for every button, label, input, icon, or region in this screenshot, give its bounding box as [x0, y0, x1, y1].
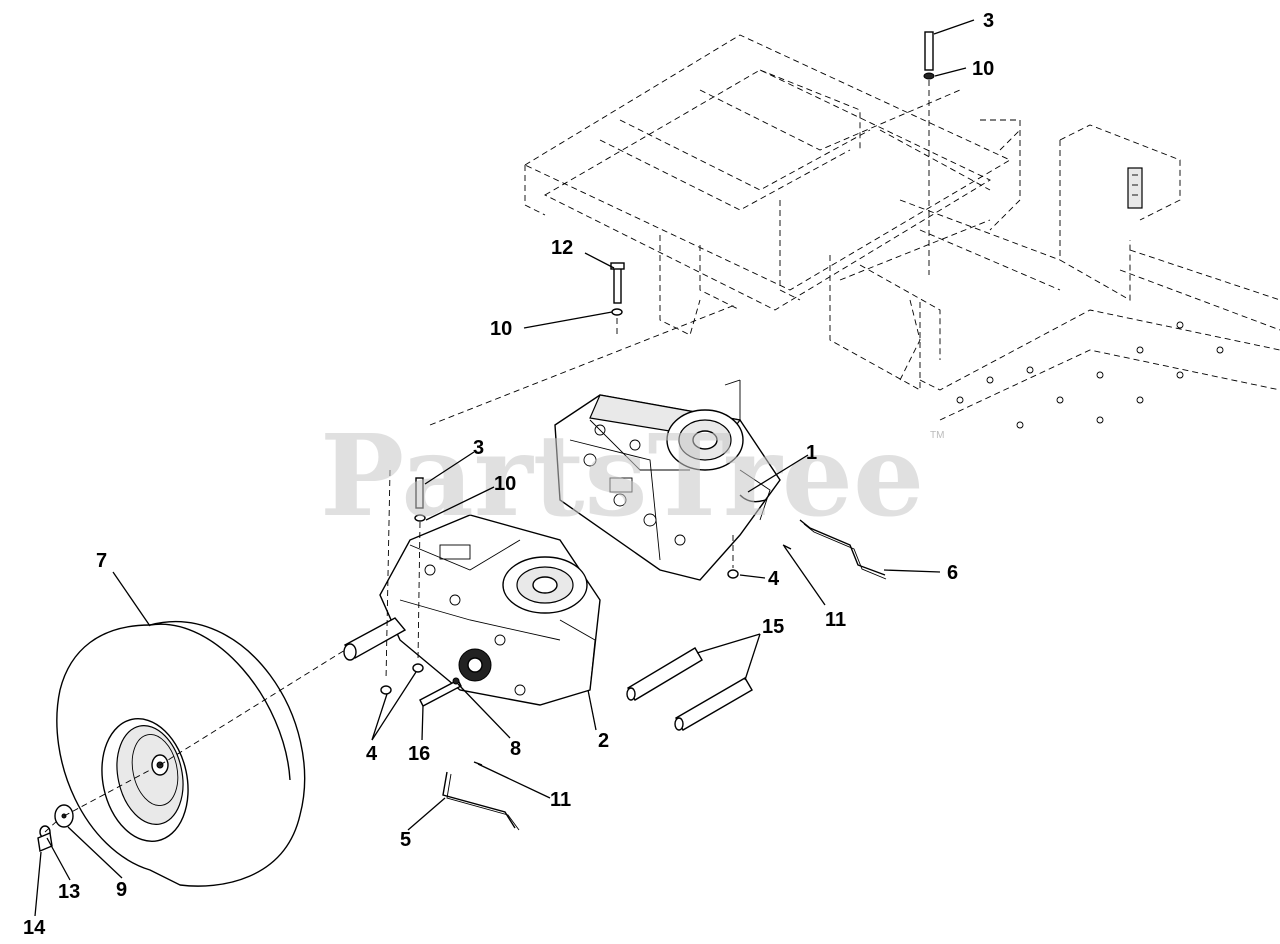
callout-2: 2	[598, 730, 609, 752]
callout-13: 13	[58, 881, 80, 903]
callout-10-top: 10	[972, 58, 994, 80]
control-rod-6	[799, 519, 887, 580]
clip-11-bottom	[473, 761, 483, 766]
washer-10-left	[611, 308, 623, 316]
center-lines	[44, 80, 930, 833]
callout-11-right: 11	[825, 609, 846, 631]
callout-4-right: 4	[768, 568, 780, 590]
callout-16: 16	[408, 743, 430, 765]
callout-4-left: 4	[366, 743, 378, 765]
bolt-16	[419, 679, 462, 707]
nuts-4-left	[380, 663, 424, 695]
svg-text:TM: TM	[930, 430, 944, 441]
watermark: PartsTree TM	[320, 411, 944, 542]
hoses-15	[626, 647, 753, 731]
callout-10-mid: 10	[494, 473, 516, 495]
clip-11-right	[782, 544, 792, 550]
callout-12: 12	[551, 237, 573, 259]
callout-14: 14	[23, 917, 46, 939]
frame-holes	[956, 321, 1224, 429]
nut-4-right	[727, 569, 739, 579]
callout-7: 7	[96, 550, 107, 572]
callout-10-left: 10	[490, 318, 512, 340]
bolt-12	[610, 262, 625, 304]
bolt-3-top	[924, 31, 934, 71]
washer-10-top	[923, 72, 935, 80]
right-transaxle	[554, 379, 781, 581]
callout-9: 9	[116, 879, 127, 901]
leader-lines	[34, 19, 975, 917]
callout-6: 6	[947, 562, 958, 584]
callout-3-top: 3	[983, 10, 994, 32]
washer-10-mid	[414, 514, 426, 522]
left-transaxle	[343, 514, 601, 706]
pin-8	[452, 677, 460, 685]
callouts: 3 10 12 10 3 10 1 7 4 6 11 15 2 4 16 8 1…	[23, 10, 994, 939]
svg-text:PartsTree: PartsTree	[320, 411, 924, 542]
bolt-3-mid	[415, 477, 424, 509]
control-rod-5	[442, 771, 520, 831]
callout-11-bottom: 11	[550, 789, 571, 811]
rear-tire	[56, 621, 306, 887]
callout-15: 15	[762, 616, 784, 638]
frame-assembly	[524, 34, 1280, 429]
callout-5: 5	[400, 829, 411, 851]
callout-1: 1	[806, 442, 817, 464]
callout-3-mid: 3	[473, 437, 484, 459]
callout-8: 8	[510, 738, 521, 760]
